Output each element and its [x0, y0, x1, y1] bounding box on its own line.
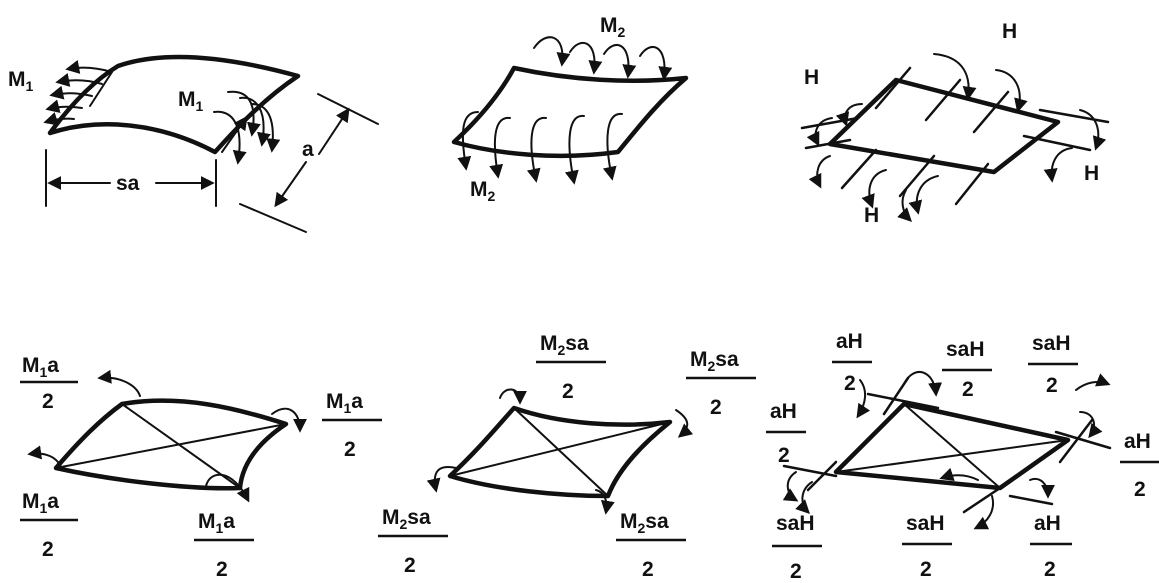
h-right-label: H — [1084, 162, 1099, 185]
top-panel-m2: M2 M2 — [451, 14, 689, 204]
corner-arrow — [675, 409, 694, 438]
svg-text:saH: saH — [1032, 332, 1071, 355]
bottom-panel-m1: M1a 2 M1a 2 M1a 2 M1a 2 — [20, 354, 382, 581]
fraction-top-sah-2: saH 2 — [1028, 332, 1078, 397]
plate-outline — [47, 54, 301, 155]
plate-outline — [827, 77, 1061, 175]
fraction-top: M2sa 2 — [536, 332, 606, 403]
svg-text:saH: saH — [776, 512, 815, 535]
diagonal — [835, 439, 1069, 473]
fraction-bottom-right: M1a 2 — [194, 510, 254, 581]
svg-text:2: 2 — [844, 372, 856, 395]
h-left-label: H — [804, 66, 819, 89]
fraction-bottom-right: M2sa 2 — [616, 510, 686, 581]
svg-text:2: 2 — [1044, 558, 1056, 581]
diagonal — [903, 403, 1001, 489]
fraction-bottom-left: M1a 2 — [20, 490, 78, 561]
fraction-bottom-sah-left: saH 2 — [772, 512, 822, 583]
corner-arrow — [426, 466, 457, 493]
fraction-top-left: M1a 2 — [20, 354, 78, 413]
svg-text:2: 2 — [216, 558, 228, 581]
corner-arrow — [595, 489, 615, 515]
svg-text:M1a: M1a — [22, 354, 59, 380]
fraction-top-ah: aH 2 — [832, 330, 872, 395]
h-moment-arrows — [806, 53, 1107, 222]
h-corner-arrows — [782, 371, 1111, 530]
svg-text:2: 2 — [42, 538, 54, 561]
m2-top-label: M2 — [600, 14, 626, 40]
diagonal — [449, 421, 671, 477]
bottom-panel-h: aH 2 saH 2 saH 2 aH 2 aH 2 saH 2 — [766, 330, 1159, 583]
svg-text:aH: aH — [1034, 512, 1061, 535]
fraction-right: M1a 2 — [322, 390, 382, 461]
svg-text:2: 2 — [1046, 374, 1058, 397]
m1-right-label: M1 — [178, 88, 204, 114]
fraction-left-ah: aH 2 — [766, 400, 806, 467]
svg-text:M2sa: M2sa — [382, 506, 431, 532]
svg-text:M1a: M1a — [198, 510, 235, 536]
svg-text:saH: saH — [906, 512, 945, 535]
corner-arrow — [205, 473, 250, 503]
svg-text:2: 2 — [642, 558, 654, 581]
svg-text:saH: saH — [946, 338, 985, 361]
corner-arrow — [27, 445, 63, 471]
svg-text:M2sa: M2sa — [690, 348, 739, 374]
svg-text:aH: aH — [770, 400, 797, 423]
svg-text:2: 2 — [962, 378, 974, 401]
fraction-top-sah-1: saH 2 — [942, 338, 992, 401]
svg-text:2: 2 — [920, 558, 932, 581]
fraction-bottom-left: M2sa 2 — [378, 506, 448, 577]
bottom-panel-m2: M2sa 2 M2sa 2 M2sa 2 M2sa 2 — [378, 332, 756, 581]
m2-top-moment-arrows — [533, 36, 673, 81]
m2-bottom-label: M2 — [470, 178, 496, 204]
svg-text:2: 2 — [710, 396, 722, 419]
svg-text:M2sa: M2sa — [620, 510, 669, 536]
svg-text:M2sa: M2sa — [540, 332, 589, 358]
svg-text:aH: aH — [836, 330, 863, 353]
m2-bottom-moment-arrows — [457, 111, 623, 185]
m1-right-moment-arrows — [213, 90, 281, 165]
h-top-label: H — [1002, 20, 1017, 43]
plate-outline — [53, 398, 289, 491]
svg-text:M1a: M1a — [22, 490, 59, 516]
svg-text:2: 2 — [404, 554, 416, 577]
corner-arrow — [97, 369, 141, 397]
fraction-bottom-ah: aH 2 — [1030, 512, 1072, 581]
diagonal — [55, 423, 287, 469]
svg-text:aH: aH — [1124, 430, 1151, 453]
dimension-sa — [45, 149, 217, 207]
svg-text:2: 2 — [1134, 478, 1146, 501]
fraction-bottom-sah-mid: saH 2 — [902, 512, 952, 581]
dimension-a — [239, 93, 379, 233]
top-panel-m1: M1 M1 a sa — [8, 54, 379, 233]
fraction-right-ah: aH 2 — [1120, 430, 1159, 501]
svg-text:2: 2 — [790, 560, 802, 583]
h-bottom-label: H — [864, 204, 879, 227]
svg-text:2: 2 — [562, 380, 574, 403]
diagonal — [513, 407, 609, 497]
dim-sa-label: sa — [116, 172, 140, 195]
fraction-right: M2sa 2 — [686, 348, 756, 419]
svg-text:M1a: M1a — [326, 390, 363, 416]
svg-text:2: 2 — [344, 438, 356, 461]
m1-left-moment-arrows — [43, 60, 113, 126]
dim-a-label: a — [302, 138, 314, 161]
svg-text:2: 2 — [42, 390, 54, 413]
svg-text:2: 2 — [778, 444, 790, 467]
h-edge-hatches — [800, 66, 1110, 206]
plate-outline — [451, 65, 689, 159]
corner-arrow — [271, 407, 307, 433]
corner-arrow — [499, 388, 527, 405]
m1-left-label: M1 — [8, 68, 34, 94]
top-panel-h: H H H H — [800, 20, 1110, 227]
